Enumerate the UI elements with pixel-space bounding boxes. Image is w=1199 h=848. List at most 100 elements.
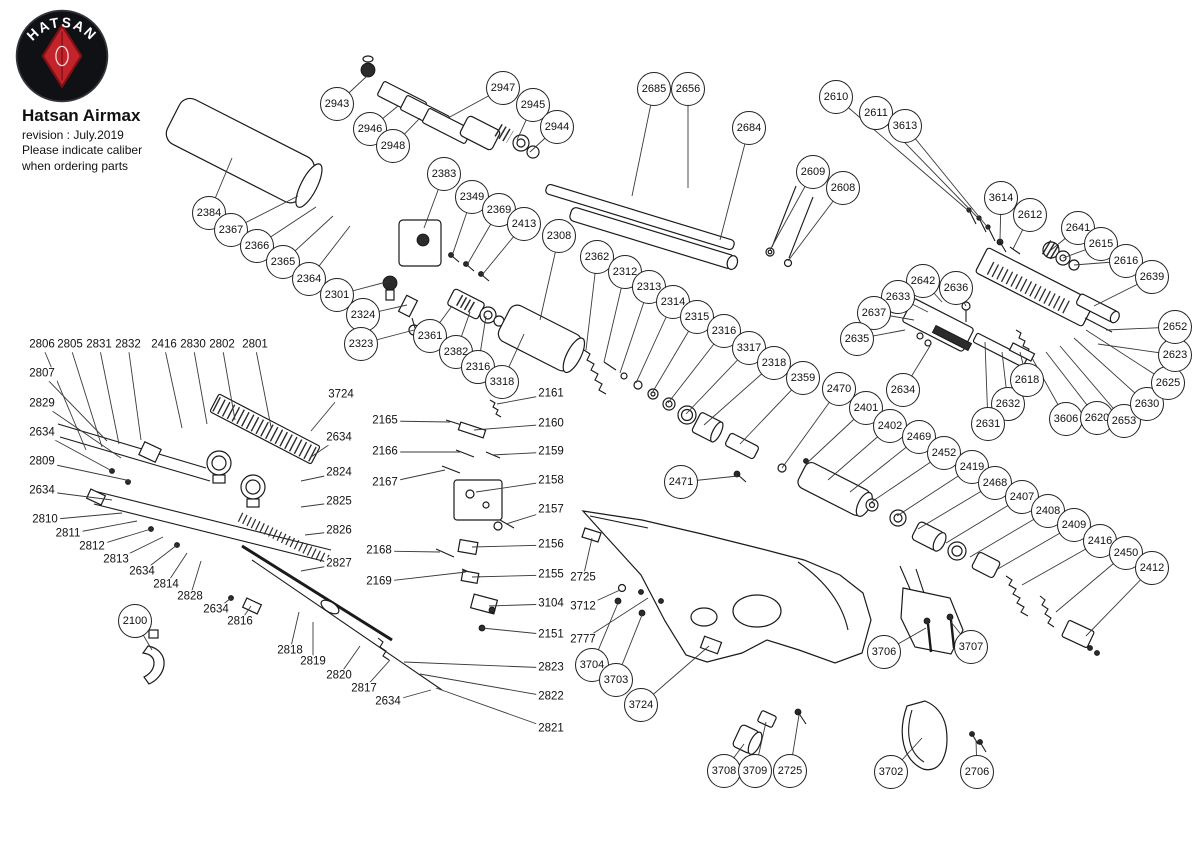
page-title: Hatsan Airmax — [22, 106, 141, 125]
part-balloon: 3708 — [707, 754, 741, 788]
left-rail-assembly-drawing — [57, 393, 443, 691]
part-number-label: 2801 — [240, 338, 270, 352]
part-balloon: 2635 — [840, 322, 874, 356]
caliber-note-line2: when ordering parts — [22, 158, 129, 173]
part-balloon: 3707 — [954, 630, 988, 664]
part-balloon: 2609 — [796, 155, 830, 189]
part-balloon: 2944 — [540, 110, 574, 144]
part-number-label: 2809 — [27, 455, 57, 469]
part-number-label: 2168 — [364, 544, 394, 558]
part-balloon: 2631 — [971, 407, 1005, 441]
part-balloon: 2608 — [826, 171, 860, 205]
part-number-label: 2167 — [370, 476, 400, 490]
part-number-label: 2165 — [370, 414, 400, 428]
part-number-label: 2634 — [324, 431, 354, 445]
part-balloon: 2642 — [906, 264, 940, 298]
part-number-label: 2832 — [113, 338, 143, 352]
part-balloon: 2384 — [192, 196, 226, 230]
stock-drawing — [581, 510, 872, 664]
part-number-label: 2810 — [30, 513, 60, 527]
part-number-label: 2806 — [27, 338, 57, 352]
buttstock-parts-drawing — [899, 565, 964, 771]
part-balloon: 2100 — [118, 604, 152, 638]
part-balloon: 2633 — [881, 280, 915, 314]
hatsan-logo: HATSAN — [15, 9, 109, 103]
part-balloon: 2471 — [664, 465, 698, 499]
part-balloon: 2615 — [1084, 227, 1118, 261]
part-balloon: 2639 — [1135, 260, 1169, 294]
part-balloon: 3724 — [624, 688, 658, 722]
part-number-label: 2169 — [364, 575, 394, 589]
part-balloon: 2301 — [320, 278, 354, 312]
part-balloon: 3606 — [1049, 402, 1083, 436]
part-balloon: 3613 — [888, 109, 922, 143]
part-balloon: 2364 — [292, 262, 326, 296]
part-number-label: 2819 — [298, 655, 328, 669]
part-number-label: 2827 — [324, 557, 354, 571]
barrel-assembly-drawing — [545, 183, 814, 271]
part-balloon: 3703 — [599, 663, 633, 697]
part-number-label: 2811 — [53, 527, 83, 541]
part-balloon: 2308 — [542, 219, 576, 253]
part-balloon: 2943 — [320, 87, 354, 121]
part-balloon: 2318 — [757, 346, 791, 380]
part-balloon: 2612 — [1013, 198, 1047, 232]
part-number-label: 2777 — [568, 633, 598, 647]
part-number-label: 2831 — [84, 338, 114, 352]
part-number-label: 2823 — [536, 661, 566, 675]
part-number-label: 2156 — [536, 538, 566, 552]
part-number-label: 2166 — [370, 445, 400, 459]
part-number-label: 2826 — [324, 524, 354, 538]
part-number-label: 2805 — [55, 338, 85, 352]
title-block: Hatsan Airmax revision : July.2019 Pleas… — [22, 106, 142, 174]
part-balloon: 2362 — [580, 240, 614, 274]
part-balloon: 2656 — [671, 72, 705, 106]
part-number-label: 2155 — [536, 568, 566, 582]
part-number-label: 2824 — [324, 466, 354, 480]
part-number-label: 2829 — [27, 397, 57, 411]
part-balloon: 3709 — [738, 754, 772, 788]
trigger-blade-drawing — [141, 629, 165, 685]
part-balloon: 2359 — [786, 361, 820, 395]
part-balloon: 2652 — [1158, 310, 1192, 344]
part-balloon: 2947 — [486, 71, 520, 105]
caliber-note-line1: Please indicate caliber — [22, 143, 143, 158]
part-number-label: 2725 — [568, 571, 598, 585]
part-number-label: 2160 — [536, 417, 566, 431]
part-balloon: 3614 — [984, 181, 1018, 215]
part-number-label: 2634 — [201, 603, 231, 617]
part-balloon: 2685 — [637, 72, 671, 106]
part-number-label: 3724 — [326, 388, 356, 402]
part-number-label: 2807 — [27, 367, 57, 381]
revision-note: revision : July.2019 — [22, 128, 124, 142]
receiver-assembly-drawing — [902, 207, 1120, 368]
part-number-label: 2825 — [324, 495, 354, 509]
part-number-label: 2822 — [536, 690, 566, 704]
part-number-label: 3712 — [568, 600, 598, 614]
part-number-label: 2157 — [536, 503, 566, 517]
part-balloon: 2610 — [819, 80, 853, 114]
part-balloon: 2450 — [1109, 536, 1143, 570]
part-balloon: 2382 — [439, 335, 473, 369]
part-number-label: 2634 — [127, 565, 157, 579]
part-number-label: 2158 — [536, 474, 566, 488]
part-number-label: 2634 — [373, 695, 403, 709]
part-number-label: 2816 — [225, 615, 255, 629]
part-number-label: 2820 — [324, 669, 354, 683]
part-number-label: 2159 — [536, 445, 566, 459]
part-balloon: 2636 — [939, 271, 973, 305]
part-number-label: 2416 — [149, 338, 179, 352]
part-balloon: 2618 — [1010, 363, 1044, 397]
part-balloon: 2412 — [1135, 551, 1169, 585]
part-number-label: 2814 — [151, 578, 181, 592]
part-number-label: 2818 — [275, 644, 305, 658]
moderator-assembly-drawing — [165, 55, 540, 208]
part-balloon: 3706 — [867, 635, 901, 669]
part-number-label: 2817 — [349, 682, 379, 696]
part-balloon: 2324 — [346, 298, 380, 332]
hammer-assembly-drawing — [777, 458, 1100, 656]
part-balloon: 2634 — [886, 373, 920, 407]
part-balloon: 2383 — [427, 157, 461, 191]
part-balloon: 2402 — [873, 409, 907, 443]
